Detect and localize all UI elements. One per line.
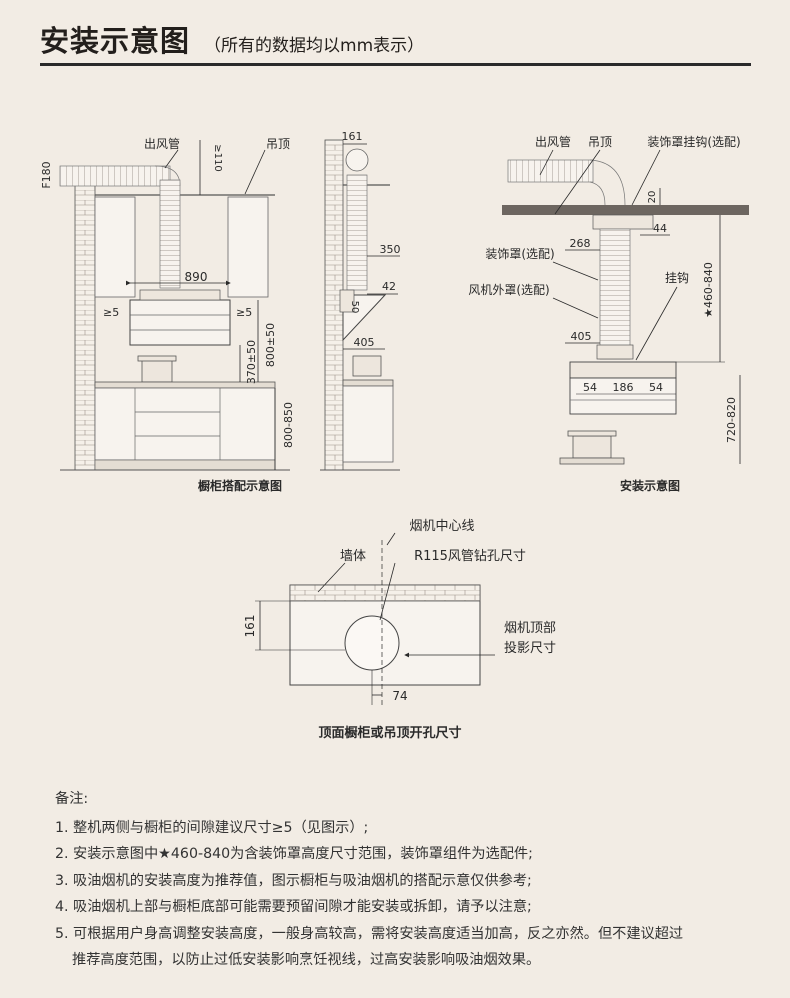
upper-cabinet-left: [94, 196, 136, 298]
title-rule: [40, 63, 751, 66]
note-item-4: 4. 吸油烟机上部与橱柜底部可能需要预留间隙才能安装或拆卸，请予以注意;: [55, 899, 532, 915]
dim-f180: F180: [40, 161, 53, 188]
hood-body: [129, 299, 231, 346]
duct-side: [346, 174, 368, 291]
label-decor-cover: 装饰罩(选配): [485, 247, 554, 261]
notes-section: 备注: 1. 整机两侧与橱柜的间隙建议尺寸≥5（见图示）; 2. 安装示意图中★…: [55, 786, 755, 974]
label-cover-hook: 装饰罩挂钩(选配): [647, 135, 740, 149]
dim-350: 350: [380, 243, 401, 256]
base-cabinet: [94, 387, 276, 461]
duct-curve: [507, 159, 594, 183]
dim-186: 186: [613, 381, 634, 394]
label-projection-1: 烟机顶部: [504, 621, 556, 636]
dim-110: ≥110: [212, 144, 223, 171]
label-drill-size: R115风管钻孔尺寸: [414, 549, 526, 564]
duct-hole: [344, 615, 400, 671]
note-item-3: 3. 吸油烟机的安装高度为推荐值，图示橱柜与吸油烟机的搭配示意仅供参考;: [55, 872, 532, 889]
dim-44: 44: [653, 222, 667, 235]
dim-54-right: 54: [649, 381, 663, 394]
ceiling-opening-diagram: 161 74 烟机中心线 墙体 R115风管钻孔尺寸 烟机顶部 投影尺寸 顶面橱…: [243, 519, 556, 741]
duct-horizontal: [59, 165, 171, 187]
label-ceiling: 吊顶: [266, 137, 290, 151]
pot: [141, 359, 173, 383]
dim-161-top: 161: [243, 615, 257, 638]
hood-front: [569, 377, 677, 415]
mount-plate: [592, 214, 654, 230]
page-subtitle: （所有的数据均以mm表示）: [204, 36, 425, 56]
upper-cabinet-right: [227, 196, 269, 298]
header: 安装示意图 （所有的数据均以mm表示）: [40, 18, 424, 58]
wall-top-view: [289, 584, 481, 602]
dim-42: 42: [382, 280, 396, 293]
label-outlet-pipe: 出风管: [144, 136, 180, 151]
dim-74: 74: [392, 689, 407, 703]
label-projection-2: 投影尺寸: [504, 640, 556, 656]
note-item-5-continuation: 推荐高度范围，以防止过低安装影响烹饪视线，过高安装影响吸油烟效果。: [72, 952, 541, 968]
dim-20: 20: [647, 191, 658, 204]
hood-top: [569, 361, 677, 379]
dim-gap-left: ≥5: [103, 306, 119, 319]
caption-cabinet-diagram: 橱柜搭配示意图: [198, 478, 282, 493]
note-item-1: 1. 整机两侧与橱柜的间隙建议尺寸≥5（见图示）;: [55, 819, 369, 836]
dim-890: 890: [185, 270, 208, 284]
dim-161-side: 161: [342, 130, 363, 143]
label-fan-outer-cover: 风机外罩(选配): [468, 283, 549, 297]
side-view-diagram: 161 350 42 50 405: [320, 130, 401, 471]
duct-vertical: [159, 179, 181, 289]
dim-268: 268: [570, 237, 591, 250]
installation-diagram: 出风管 吊顶 装饰罩挂钩(选配) 装饰罩(选配) 风机外罩(选配) 挂钩 20 …: [468, 134, 749, 493]
label-hook: 挂钩: [665, 271, 689, 285]
note-item-5: 5. 可根据用户身高调整安装高度，一般身高较高，需将安装高度适当加高，反之亦然。…: [55, 925, 684, 942]
caption-ceiling-opening: 顶面橱柜或吊顶开孔尺寸: [318, 725, 461, 741]
page-title: 安装示意图: [40, 24, 191, 58]
dim-405-install: 405: [571, 330, 592, 343]
caption-installation-diagram: 安装示意图: [620, 478, 680, 493]
label-ceiling-install: 吊顶: [588, 135, 612, 149]
dim-370-50: 370±50: [245, 340, 258, 384]
dim-405-side: 405: [354, 336, 375, 349]
label-outlet-pipe-install: 出风管: [535, 134, 571, 149]
label-centerline: 烟机中心线: [409, 519, 474, 534]
dim-gap-right: ≥5: [236, 306, 252, 319]
label-wall: 墙体: [340, 549, 366, 564]
duct-vertical-install: [599, 228, 631, 360]
note-item-2: 2. 安装示意图中★460-840为含装饰罩高度尺寸范围，装饰罩组件为选配件;: [55, 846, 533, 862]
dim-50: 50: [349, 301, 360, 314]
dim-800-50: 800±50: [264, 323, 277, 367]
dim-720-820: 720-820: [725, 397, 738, 443]
wall-bricks: [74, 179, 96, 471]
cabinet-diagram: 890 ≥5 ≥5 800±50 370±50 800-850 F180 ≥11…: [40, 136, 295, 493]
dim-800-850: 800-850: [282, 402, 295, 448]
dim-54-left: 54: [583, 381, 597, 394]
notes-heading: 备注:: [55, 791, 89, 807]
ceiling-slab: [502, 205, 749, 215]
dim-460-840: ★460-840: [702, 262, 715, 318]
